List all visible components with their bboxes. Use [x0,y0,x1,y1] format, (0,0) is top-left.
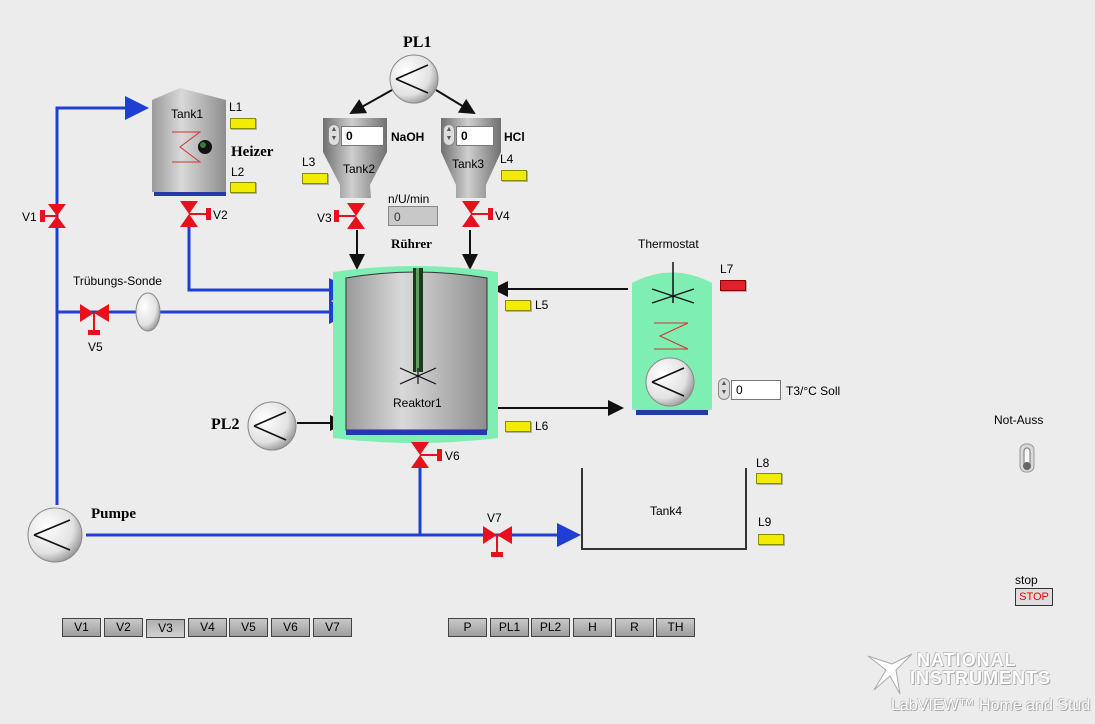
t3-input[interactable]: 0 [731,380,781,400]
lamp-l6 [505,421,531,432]
tank1-label: Tank1 [171,107,204,121]
thermostat-pump-icon[interactable] [644,356,696,408]
lamp-l1 [230,118,256,129]
toggle-v1-button[interactable]: V1 [62,618,101,637]
naoh-label: NaOH [391,130,425,144]
lamp-l1-label: L1 [229,100,243,114]
reaktor-label: Reaktor1 [393,396,442,410]
tank4-label: Tank4 [650,504,683,518]
valve-v7-icon[interactable] [482,524,514,558]
toggle-v2-button[interactable]: V2 [104,618,143,637]
not-aus-label: Not-Auss [994,413,1044,427]
valve-v5-icon[interactable] [79,302,111,336]
not-aus-toggle-switch[interactable] [1016,440,1044,476]
valve-v6-icon[interactable] [410,440,444,470]
valve-v7-label: V7 [487,511,502,525]
pl1-label: PL1 [403,34,432,51]
lamp-l9 [758,534,784,545]
ni-logo-line3: LabVIEW™ Home and Stud [891,697,1091,714]
toggle-pl1-button[interactable]: PL1 [490,618,529,637]
lamp-l8-label: L8 [756,456,770,470]
lamp-l6-label: L6 [535,419,549,433]
tank1-vessel [152,88,226,196]
tank2-spinner[interactable]: ▲▼ [328,124,340,146]
ni-logo-line2: INSTRUMENTS [910,668,1051,688]
toggle-v3-button[interactable]: V3 [146,619,185,638]
lamp-l4 [501,170,527,181]
t3-label: T3/°C Soll [786,384,841,398]
lamp-l5 [505,300,531,311]
toggle-v6-button[interactable]: V6 [271,618,310,637]
valve-v2-icon[interactable] [179,199,213,229]
toggle-r-button[interactable]: R [615,618,654,637]
lamp-l2 [230,182,256,193]
t3-spinner[interactable]: ▲▼ [718,378,730,400]
ni-eagle-logo-icon [867,653,913,695]
lamp-l7-label: L7 [720,262,734,276]
valve-v1-icon[interactable] [39,202,69,230]
lamp-l5-label: L5 [535,298,549,312]
valve-v2-label: V2 [213,208,228,222]
hcl-label: HCl [504,130,525,144]
thermostat-label: Thermostat [638,237,699,251]
lamp-l3 [302,173,328,184]
toggle-p-button[interactable]: P [448,618,487,637]
truebung-sonde-icon [135,292,161,332]
stop-label: stop [1015,573,1038,587]
toggle-v5-button[interactable]: V5 [229,618,268,637]
ruehrer-label: Rührer [391,236,432,251]
tank3-spinner[interactable]: ▲▼ [443,124,455,146]
toggle-v4-button[interactable]: V4 [188,618,227,637]
lamp-l4-label: L4 [500,152,514,166]
tank2-input[interactable]: 0 [341,126,384,146]
truebung-label: Trübungs-Sonde [73,274,162,288]
tank4-vessel [581,468,747,550]
pl2-label: PL2 [211,416,240,433]
pump-pl1-icon[interactable] [388,53,440,105]
toggle-th-button[interactable]: TH [656,618,695,637]
valve-v4-icon[interactable] [461,199,495,229]
toggle-v7-button[interactable]: V7 [313,618,352,637]
lamp-l8 [756,473,782,484]
valve-v4-label: V4 [495,209,510,223]
rpm-indicator: 0 [388,206,438,226]
pumpe-label: Pumpe [91,506,136,522]
reactor-vessel [333,266,498,443]
tank3-input[interactable]: 0 [456,126,494,146]
tank2-label: Tank2 [343,162,376,176]
stop-button[interactable]: STOP [1015,588,1053,606]
pump-pl2-icon[interactable] [246,400,298,452]
valve-v5-label: V5 [88,340,103,354]
rpm-label: n/U/min [388,192,430,206]
lamp-l9-label: L9 [758,515,772,529]
lamp-l3-label: L3 [302,155,316,169]
lamp-l7 [720,280,746,291]
valve-v6-label: V6 [445,449,460,463]
toggle-h-button[interactable]: H [573,618,612,637]
ni-logo-line1: NATIONAL [917,650,1017,670]
lamp-l2-label: L2 [231,165,245,179]
valve-v3-label: V3 [317,211,332,225]
toggle-pl2-button[interactable]: PL2 [531,618,570,637]
pump-main-icon[interactable] [26,506,84,564]
valve-v3-icon[interactable] [333,201,367,231]
tank3-label: Tank3 [452,157,485,171]
heizer-label: Heizer [231,144,274,160]
valve-v1-label: V1 [22,210,37,224]
